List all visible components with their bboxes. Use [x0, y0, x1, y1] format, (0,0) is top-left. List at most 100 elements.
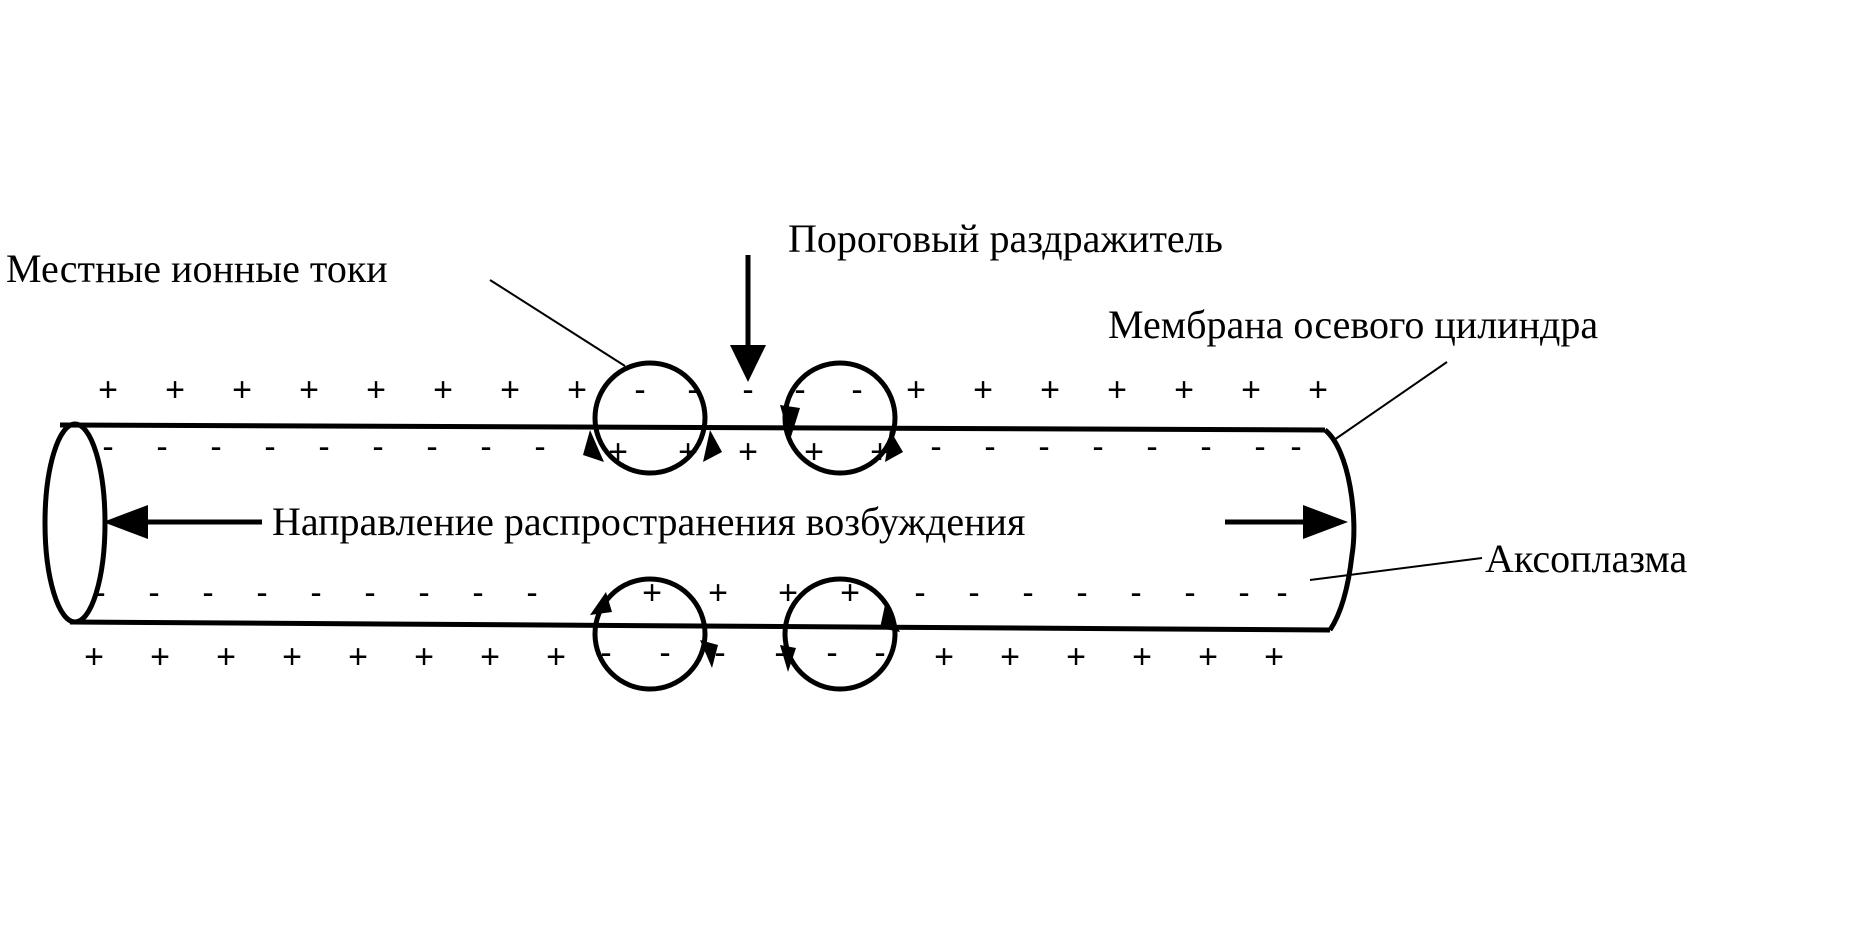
charge-sign-plus: + [216, 638, 236, 676]
charge-sign-minus: - [364, 574, 375, 612]
charge-sign-minus: - [600, 634, 611, 672]
loop-arrowhead [590, 592, 612, 615]
axon-right-end [1323, 428, 1357, 632]
charge-sign-plus: + [84, 638, 104, 676]
charge-sign-minus: - [318, 428, 329, 466]
charge-sign-plus: + [1107, 371, 1127, 409]
charge-sign-minus: - [968, 574, 979, 612]
charge-sign-plus: + [642, 574, 662, 612]
charge-sign-minus: - [1200, 428, 1211, 466]
threshold-stimulus-arrowhead [730, 345, 766, 382]
propagation-arrow-right-head [1303, 505, 1348, 539]
charge-sign-plus: + [1174, 371, 1194, 409]
charge-sign-minus: - [1238, 574, 1249, 612]
charge-sign-minus: - [156, 428, 167, 466]
charge-sign-plus: + [1198, 638, 1218, 676]
charge-sign-minus: - [659, 634, 670, 672]
charge-sign-minus: - [1022, 574, 1033, 612]
charge-sign-minus: - [480, 428, 491, 466]
charge-sign-minus: - [372, 428, 383, 466]
charge-sign-minus: - [102, 428, 113, 466]
ion-current-loops [583, 360, 903, 692]
charge-sign-plus: + [1264, 638, 1284, 676]
charge-sign-minus: - [1146, 428, 1157, 466]
axon-left-end [42, 421, 108, 625]
propagation-arrow-left-head [103, 505, 148, 539]
charge-sign-plus: + [608, 433, 628, 471]
charge-sign-plus: + [567, 371, 587, 409]
charge-sign-minus: - [874, 634, 885, 672]
charge-sign-minus: - [1276, 574, 1287, 612]
charge-sign-plus: + [678, 433, 698, 471]
charge-sign-plus: + [299, 371, 319, 409]
charge-sign-plus: + [1040, 371, 1060, 409]
charge-sign-minus: - [526, 574, 537, 612]
charge-sign-minus: - [851, 371, 862, 409]
charge-sign-minus: - [1076, 574, 1087, 612]
charge-sign-plus: + [1000, 638, 1020, 676]
charge-sign-minus: - [418, 574, 429, 612]
charge-sign-plus: + [433, 371, 453, 409]
current-loop-bottom-right [782, 576, 898, 692]
charge-sign-minus: - [1038, 428, 1049, 466]
charge-sign-minus: - [1254, 428, 1265, 466]
charge-sign-minus: - [202, 574, 213, 612]
current-loop-bottom-left [592, 576, 708, 692]
charge-sign-minus: - [1130, 574, 1141, 612]
leader-line-axoplasm [1309, 557, 1483, 581]
charge-sign-plus: + [708, 574, 728, 612]
axon-cylinder [42, 421, 1357, 633]
charge-sign-minus: - [534, 428, 545, 466]
charge-sign-minus: - [426, 428, 437, 466]
charge-sign-plus: + [546, 638, 566, 676]
loop-arrowhead [700, 640, 718, 668]
charge-sign-plus: + [934, 638, 954, 676]
charge-sign-plus: + [1132, 638, 1152, 676]
charge-sign-plus: + [840, 574, 860, 612]
charge-sign-minus: - [914, 574, 925, 612]
charge-sign-minus: - [634, 371, 645, 409]
label-axoplasm: Аксоплазма [1485, 536, 1687, 581]
charge-sign-plus: + [973, 371, 993, 409]
charge-sign-plus: + [870, 433, 890, 471]
charge-sign-minus: - [310, 574, 321, 612]
loop-arrowhead [780, 405, 800, 440]
loop-arrowhead [703, 430, 722, 462]
charge-sign-plus: + [348, 638, 368, 676]
label-axial-membrane: Мембрана осевого цилиндра [1108, 302, 1598, 347]
charge-sign-plus: + [1241, 371, 1261, 409]
charge-sign-plus: + [165, 371, 185, 409]
charge-sign-minus: - [774, 634, 785, 672]
label-threshold-stimulus: Пороговый раздражитель [788, 216, 1223, 261]
charge-sign-minus: - [1092, 428, 1103, 466]
charge-sign-minus: - [742, 371, 753, 409]
charge-sign-minus: - [714, 634, 725, 672]
charge-sign-minus: - [687, 371, 698, 409]
charge-sign-plus: + [500, 371, 520, 409]
charge-sign-plus: + [1308, 371, 1328, 409]
axon-bottom-membrane [69, 619, 1331, 633]
charge-sign-minus: - [210, 428, 221, 466]
charge-sign-plus: + [480, 638, 500, 676]
charge-sign-minus: - [148, 574, 159, 612]
charge-sign-plus: + [804, 433, 824, 471]
loop-arrowhead [885, 430, 903, 462]
charge-sign-plus: + [738, 433, 758, 471]
charge-sign-minus: - [826, 634, 837, 672]
charge-sign-plus: + [98, 371, 118, 409]
charge-sign-plus: + [150, 638, 170, 676]
charge-sign-plus: + [282, 638, 302, 676]
charge-sign-plus: + [232, 371, 252, 409]
loop-arrowhead [780, 645, 796, 672]
charge-sign-minus: - [472, 574, 483, 612]
loop-arrowhead [583, 430, 604, 462]
charge-sign-minus: - [1184, 574, 1195, 612]
current-loop-top-left [592, 360, 708, 476]
charge-sign-plus: + [778, 574, 798, 612]
charge-sign-minus: - [794, 371, 805, 409]
charge-sign-minus: - [264, 428, 275, 466]
charge-sign-minus: - [930, 428, 941, 466]
charge-sign-plus: + [1066, 638, 1086, 676]
leader-line-membrane [1333, 361, 1448, 441]
